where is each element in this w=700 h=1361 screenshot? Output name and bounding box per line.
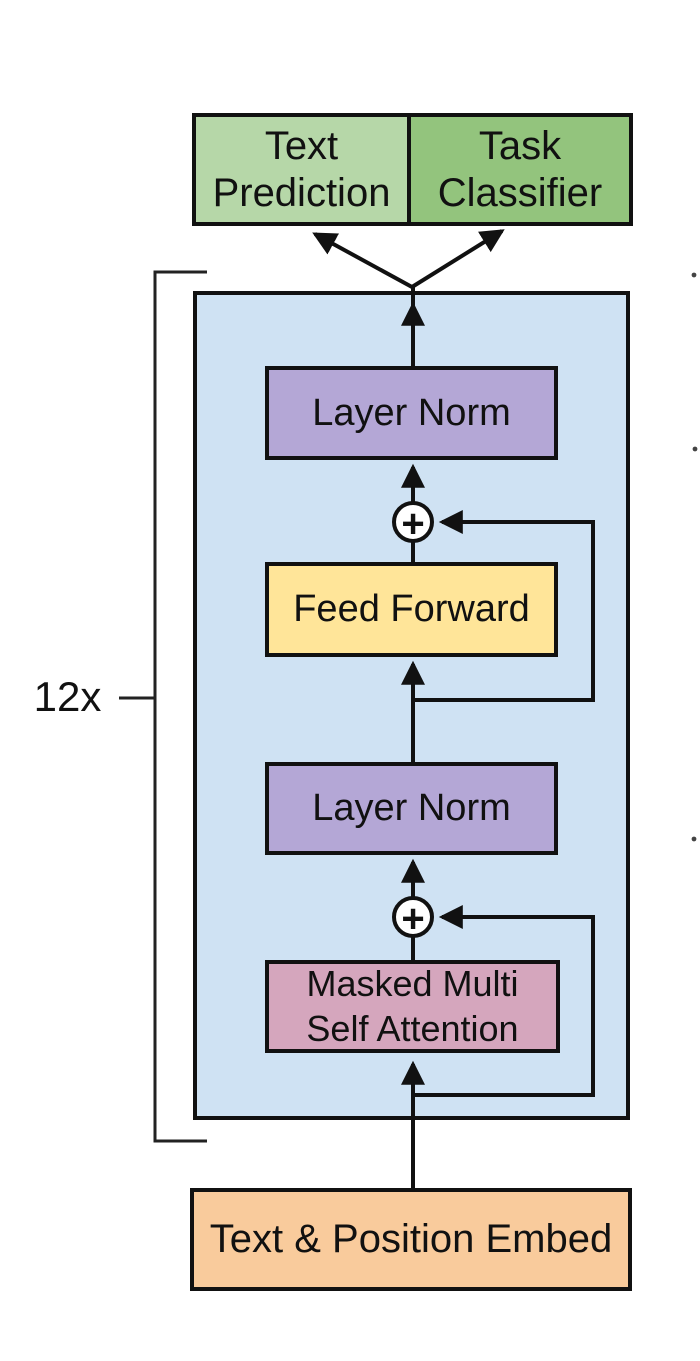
layer-norm-top-label: Layer Norm: [312, 391, 511, 434]
speck-dot: [692, 446, 698, 452]
arrow-to-text-prediction: [312, 232, 413, 289]
task-classifier-label-line2: Classifier: [437, 170, 603, 215]
masked-attention-label-line2: Self Attention: [306, 1007, 519, 1049]
embedding-box: Text & Position Embed: [190, 1188, 632, 1291]
plus-icon-top: +: [401, 502, 424, 546]
residual-skip-attention: [413, 905, 595, 1097]
speck-dot: [691, 836, 697, 842]
layer-norm-top-box: Layer Norm: [265, 366, 558, 460]
layer-norm-bottom-label: Layer Norm: [312, 787, 511, 830]
layer-norm-bottom-box: Layer Norm: [265, 762, 558, 855]
text-prediction-label-line1: Text: [264, 124, 339, 169]
residual-skip-feedforward: [413, 510, 595, 702]
add-circle-icon-top: [392, 501, 434, 543]
repeat-count-label: 12x: [33, 673, 102, 720]
plus-icon-bottom: +: [401, 897, 424, 941]
arrow-to-task-classifier: [410, 229, 505, 289]
task-classifier-label-line1: Task: [478, 124, 562, 169]
repeat-bracket: [153, 270, 207, 1143]
feed-forward-label: Feed Forward: [293, 588, 530, 631]
task-classifier-box: Task Classifier: [407, 113, 633, 226]
text-prediction-label-line2: Prediction: [212, 170, 391, 215]
text-prediction-box: Text Prediction: [192, 113, 411, 226]
speck-dot: [691, 272, 697, 278]
embedding-label: Text & Position Embed: [209, 1217, 613, 1262]
feed-forward-box: Feed Forward: [265, 562, 558, 657]
masked-attention-label-line1: Masked Multi: [306, 962, 519, 1004]
masked-attention-box: Masked Multi Self Attention: [265, 960, 560, 1053]
add-circle-icon-bottom: [392, 896, 434, 938]
